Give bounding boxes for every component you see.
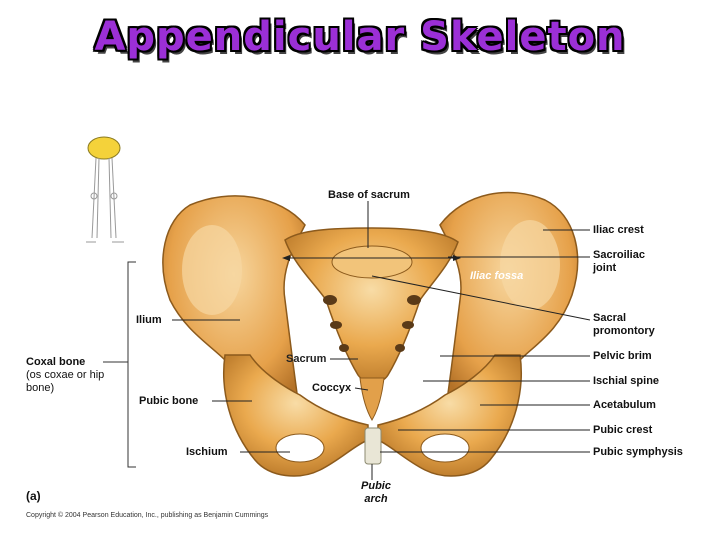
copyright-text: Copyright © 2004 Pearson Education, Inc.… [26,512,269,519]
figure-tag: (a) [26,489,41,503]
label-coccyx: Coccyx [312,382,352,394]
pubic-symphysis-cartilage [364,427,382,465]
label-acetabulum: Acetabulum [593,399,656,411]
label-pubic-symphysis: Pubic symphysis [593,446,683,458]
label-pelvic-brim: Pelvic brim [593,350,652,362]
label-ilium: Ilium [136,314,162,326]
label-iliac-fossa: Iliac fossa [470,270,524,282]
label-coxal-bone-alt: (os coxae or hip bone) [26,369,105,394]
label-pubic-crest: Pubic crest [593,424,653,436]
coccyx-bone [359,377,385,421]
label-ischial-spine: Ischial spine [593,375,660,387]
sacrum-bone [284,227,459,384]
label-sacroiliac-joint: Sacroiliac joint [593,249,645,274]
label-base-of-sacrum: Base of sacrum [328,189,410,201]
label-sacrum: Sacrum [286,353,327,365]
left-pubic-ischium [223,354,369,477]
label-pubic-bone: Pubic bone [139,395,199,407]
label-pubic-arch: Pubic arch [361,480,391,505]
label-ischium: Ischium [186,446,228,458]
label-sacral-promontory: Sacral promontory [593,312,655,337]
skeleton-thumbnail-icon [86,136,124,243]
label-iliac-crest: Iliac crest [593,224,644,236]
label-coxal-bone: Coxal bone [26,356,86,368]
right-pubic-ischium [377,354,522,477]
page-title: Appendicular Skeleton [94,14,626,60]
